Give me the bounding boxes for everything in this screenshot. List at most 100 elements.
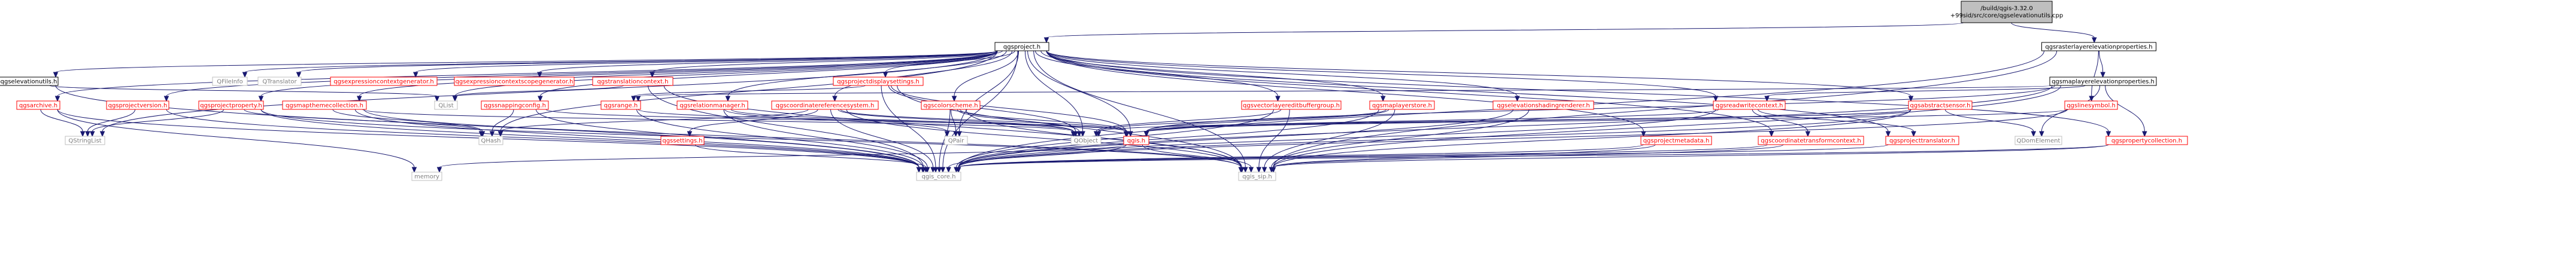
include-edge-qgsproject-to-qgsprojectversion xyxy=(166,50,998,97)
node-box-qgsexpressioncontextgenerator xyxy=(330,76,438,86)
include-edge-qgsrasterlayerelevationproperties-to-qgsmaplayerelevationproperties xyxy=(2098,50,2104,73)
node-QObject[interactable]: QObject xyxy=(1070,136,1102,145)
node-box-qgstranslationcontext xyxy=(592,76,673,86)
include-edge-qgsprojectmetadata-to-qgis_sip xyxy=(1273,144,1656,168)
node-label-qgslinesymbol: qgslinesymbol.h xyxy=(2067,103,2116,109)
node-qgscolorscheme[interactable]: qgscolorscheme.h xyxy=(921,100,981,110)
node-QPair[interactable]: QPair xyxy=(944,136,968,145)
node-label-qgscoordinatetransformcontext: qgscoordinatetransformcontext.h xyxy=(1761,138,1861,145)
arrowhead-qgsrange-to-qgis_core xyxy=(920,167,926,173)
node-qgsprojectmetadata[interactable]: qgsprojectmetadata.h xyxy=(1640,136,1712,145)
node-box-qgsmaplayerelevationproperties xyxy=(2049,76,2157,86)
node-memory[interactable]: memory xyxy=(411,172,442,181)
include-edge-qgstranslationcontext-to-QList xyxy=(454,85,624,97)
arrowhead-qgstranslationcontext-to-QList xyxy=(452,96,458,102)
node-label-QList: QList xyxy=(438,103,453,109)
arrowhead-qgscolorscheme-to-qgis_sip xyxy=(1239,167,1245,173)
arrowhead-qgsproject-to-qgsmapthemecollection xyxy=(356,96,362,102)
include-edge-qgssnappingconfig-to-QHash xyxy=(491,109,514,132)
include-edge-qgsproject-to-qgsmapthemecollection xyxy=(359,50,998,97)
node-qgselevationshadingrenderer[interactable]: qgselevationshadingrenderer.h xyxy=(1492,100,1594,110)
include-edge-qgsreadwritecontext-to-qgis_core xyxy=(958,109,1716,168)
include-edge-qgsprojectproperty-to-qgis_sip xyxy=(260,109,1242,168)
arrowhead-qgis-to-qgis_sip xyxy=(1248,167,1254,173)
node-QStringList[interactable]: QStringList xyxy=(65,136,105,145)
node-qgsrasterlayerelevationproperties[interactable]: qgsrasterlayerelevationproperties.h xyxy=(2041,42,2156,51)
include-edge-qgsproject-to-qgsmaplayerstore xyxy=(1040,50,1383,97)
node-qgsabstractsensor[interactable]: qgsabstractsensor.h xyxy=(1908,100,1973,110)
include-edge-qgsmaplayerstore-to-qgis xyxy=(1146,109,1389,132)
include-edge-qgsprojectproperty-to-QHash xyxy=(244,109,482,132)
node-qgsproject[interactable]: qgsproject.h xyxy=(994,42,1049,51)
node-qgsexpressioncontextscopegenerator[interactable]: qgsexpressioncontextscopegenerator.h xyxy=(454,76,575,86)
arrowhead-layer xyxy=(53,37,2147,173)
arrowhead-qgsmapthemecollection-to-QHash xyxy=(480,131,486,137)
include-edge-qgselevationshadingrenderer-to-qgis_sip xyxy=(1271,109,1530,168)
arrowhead-qgis-to-memory xyxy=(436,167,442,173)
node-QDomElement[interactable]: QDomElement xyxy=(2014,136,2062,145)
arrowhead-qgsarchive-to-memory xyxy=(411,167,417,173)
include-edge-qgsprojectmetadata-to-qgis_core xyxy=(958,144,1644,168)
node-box-QHash xyxy=(478,136,503,145)
include-edge-qgscolorscheme-to-QPair xyxy=(950,109,957,132)
include-edge-root-to-qgsproject xyxy=(1046,22,1964,38)
node-qgsexpressioncontextgenerator[interactable]: qgsexpressioncontextgenerator.h xyxy=(330,76,438,86)
include-edge-qgsproject-to-QList xyxy=(454,50,998,97)
node-qgsrelationmanager[interactable]: qgsrelationmanager.h xyxy=(676,100,748,110)
node-QList[interactable]: QList xyxy=(434,100,458,110)
node-QTranslator[interactable]: QTranslator xyxy=(257,76,302,86)
node-qgssettings[interactable]: qgssettings.h xyxy=(660,136,705,145)
node-qgsmapthemecollection[interactable]: qgsmapthemecollection.h xyxy=(282,100,367,110)
arrowhead-qgsrasterlayerelevationproperties-to-qgslinesymbol xyxy=(2089,96,2094,102)
include-edge-qgsrasterlayerelevationproperties-to-qgis_sip xyxy=(1273,50,2058,168)
node-qgis_sip[interactable]: qgis_sip.h xyxy=(1238,172,1276,181)
node-qgsprojectdisplaysettings[interactable]: qgsprojectdisplaysettings.h xyxy=(833,76,924,86)
node-qgsmaplayerstore[interactable]: qgsmaplayerstore.h xyxy=(1369,100,1435,110)
arrowhead-qgsproject-to-qgsprojectversion xyxy=(163,96,169,102)
include-edge-qgscoordinatereferencesystem-to-qgis_sip xyxy=(846,109,1242,168)
node-label-qgsmaplayerelevationproperties: qgsmaplayerelevationproperties.h xyxy=(2052,79,2155,85)
node-qgsarchive[interactable]: qgsarchive.h xyxy=(16,100,60,110)
node-qgscoordinatereferencesystem[interactable]: qgscoordinatereferencesystem.h xyxy=(771,100,879,110)
node-box-qgsabstractsensor xyxy=(1908,100,1973,110)
node-qgssnappingconfig[interactable]: qgssnappingconfig.h xyxy=(481,100,549,110)
node-qgsrange[interactable]: qgsrange.h xyxy=(600,100,641,110)
node-box-qgsprojectversion xyxy=(106,100,169,110)
include-edge-qgsmapthemecollection-to-QHash xyxy=(332,109,483,132)
arrowhead-qgsmaplayerelevationproperties-to-QDomElement xyxy=(2039,131,2044,137)
node-qgsreadwritecontext[interactable]: qgsreadwritecontext.h xyxy=(1713,100,1786,110)
node-box-qgslinesymbol xyxy=(2064,100,2118,110)
node-label-qgsproject: qgsproject.h xyxy=(1003,44,1040,51)
node-box-qgsprojecttranslator xyxy=(1885,136,1959,145)
include-edge-qgspropertycollection-to-qgis_core xyxy=(958,144,2109,168)
arrowhead-qgscolorscheme-to-QPair xyxy=(953,131,958,137)
node-box-qgssnappingconfig xyxy=(481,100,549,110)
include-edge-qgselevationutils-to-QList xyxy=(49,85,438,97)
node-qgspropertycollection[interactable]: qgspropertycollection.h xyxy=(2105,136,2188,145)
include-edge-qgsmaplayerelevationproperties-to-qgsrange xyxy=(638,85,2053,97)
include-edge-qgscoordinatereferencesystem-to-QHash xyxy=(500,109,809,132)
node-qgslinesymbol[interactable]: qgslinesymbol.h xyxy=(2064,100,2118,110)
arrowhead-qgsarchive-to-QStringList xyxy=(80,131,86,137)
node-qgsprojectversion[interactable]: qgsprojectversion.h xyxy=(106,100,169,110)
node-qgselevationutils[interactable]: qgselevationutils.h xyxy=(0,76,59,86)
include-edge-qgsarchive-to-memory xyxy=(57,109,415,168)
node-qgis[interactable]: qgis.h xyxy=(1123,136,1149,145)
node-box-qgselevationshadingrenderer xyxy=(1492,100,1594,110)
node-qgscoordinatetransformcontext[interactable]: qgscoordinatetransformcontext.h xyxy=(1758,136,1864,145)
node-qgis_core[interactable]: qgis_core.h xyxy=(916,172,961,181)
node-qgstranslationcontext[interactable]: qgstranslationcontext.h xyxy=(592,76,673,86)
node-qgsprojectproperty[interactable]: qgsprojectproperty.h xyxy=(198,100,264,110)
node-qgsvectorlayereditbuffergroup[interactable]: qgsvectorlayereditbuffergroup.h xyxy=(1241,100,1342,110)
include-edge-qgsmapthemecollection-to-QObject xyxy=(362,109,1074,132)
node-qgsmaplayerelevationproperties[interactable]: qgsmaplayerelevationproperties.h xyxy=(2049,76,2157,86)
include-edge-qgsprojectversion-to-QStringList xyxy=(87,109,136,132)
include-edge-qgsprojectdisplaysettings-to-QObject xyxy=(888,85,1076,132)
arrowhead-qgsproject-to-qgis xyxy=(1128,131,1133,137)
arrowhead-qgsprojectversion-to-QStringList xyxy=(85,131,90,137)
node-label-QStringList: QStringList xyxy=(68,138,101,145)
include-edge-qgsproject-to-qgsreadwritecontext xyxy=(1046,50,1716,97)
node-QFileInfo[interactable]: QFileInfo xyxy=(212,76,248,86)
node-QHash[interactable]: QHash xyxy=(478,136,503,145)
node-qgsprojecttranslator[interactable]: qgsprojecttranslator.h xyxy=(1885,136,1959,145)
